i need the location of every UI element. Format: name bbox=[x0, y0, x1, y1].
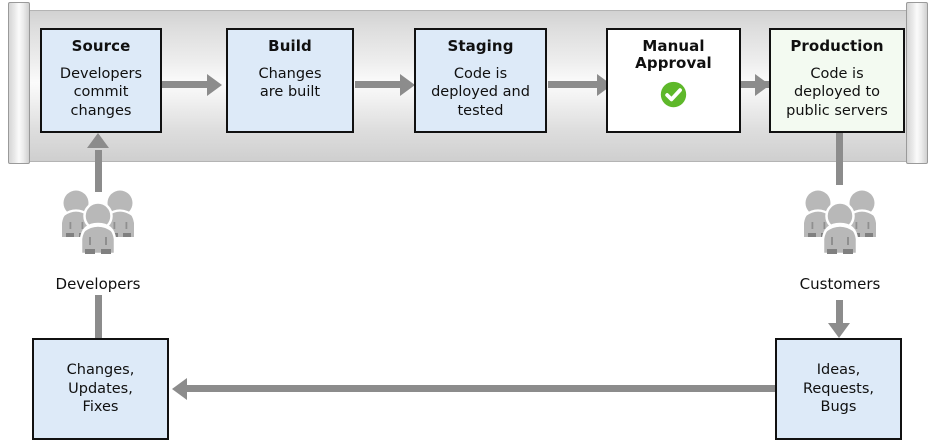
actor-label-developers: Developers bbox=[55, 275, 141, 293]
connector-staging-to-approval bbox=[548, 81, 600, 88]
feedback-body-ideas-requests-bugs: Ideas,Requests,Bugs bbox=[802, 361, 875, 416]
feedback-body-changes-updates-fixes: Changes,Updates,Fixes bbox=[66, 361, 135, 416]
stage-title-staging: Staging bbox=[447, 37, 514, 55]
people-group-icon-developers bbox=[62, 190, 134, 256]
pipeline-cap-left bbox=[8, 2, 30, 164]
arrowhead-approval-to-production bbox=[755, 74, 770, 96]
stage-title-production: Production bbox=[790, 37, 884, 55]
people-group-icon-customers bbox=[804, 190, 876, 256]
feedback-box-ideas-requests-bugs[interactable]: Ideas,Requests,Bugs bbox=[775, 338, 902, 440]
arrowhead-ideas-to-changes bbox=[172, 378, 187, 400]
arrowhead-build-to-staging bbox=[400, 74, 415, 96]
arrowhead-source-to-build bbox=[207, 74, 222, 96]
pipeline-cap-right bbox=[906, 2, 928, 164]
connector-build-to-staging bbox=[355, 81, 403, 88]
arrowhead-customers-to-ideas bbox=[828, 323, 850, 338]
green-check-icon bbox=[660, 81, 687, 107]
feedback-box-changes-updates-fixes[interactable]: Changes,Updates,Fixes bbox=[32, 338, 169, 440]
connector-production-to-customers bbox=[836, 133, 843, 185]
connector-source-to-build bbox=[162, 81, 210, 88]
stage-title-build: Build bbox=[268, 37, 312, 55]
actor-label-customers: Customers bbox=[799, 275, 881, 293]
connector-developers-to-source bbox=[95, 150, 102, 192]
arrowhead-developers-to-source bbox=[87, 133, 109, 148]
connector-ideas-to-changes bbox=[187, 385, 775, 392]
connector-customers-to-ideas bbox=[836, 300, 843, 326]
stage-title-source: Source bbox=[71, 37, 131, 55]
connector-changes-to-developers bbox=[95, 295, 102, 340]
